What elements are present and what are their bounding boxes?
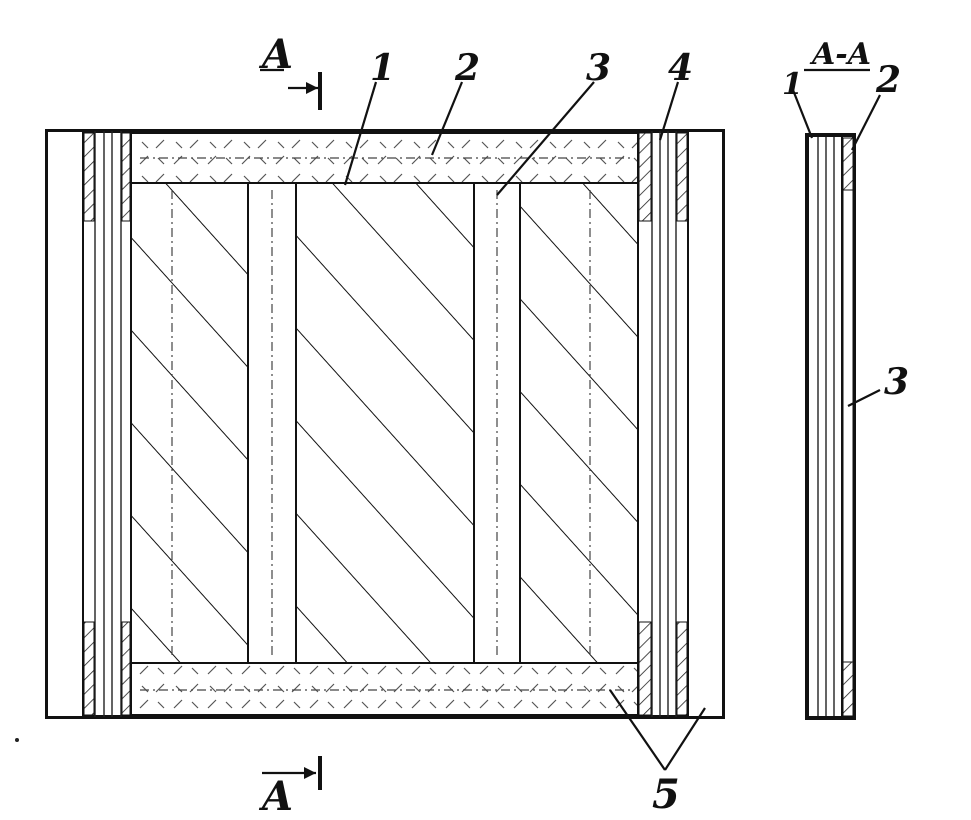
section-mark-bottom: A — [258, 756, 322, 820]
section-mark-top: A — [258, 31, 322, 110]
side-view-outline — [805, 133, 856, 720]
callout-1: 1 — [370, 47, 395, 89]
edge-rib-right — [637, 130, 689, 718]
callout-4: 4 — [668, 47, 693, 89]
section-letter-bottom: A — [258, 773, 293, 820]
side-callout-2: 2 — [875, 59, 901, 101]
vertical-rib-2 — [473, 182, 521, 664]
edge-strip-right — [687, 130, 724, 718]
edge-rib-left — [82, 130, 132, 718]
bottom-rail — [130, 662, 639, 716]
section-letter-top: A — [258, 31, 293, 78]
section-view-title: A-A — [809, 37, 871, 72]
fill-panel-right — [519, 182, 639, 664]
scan-dot — [15, 738, 19, 742]
callout-2: 2 — [454, 47, 480, 89]
callout-3: 3 — [586, 47, 611, 89]
side-section-view: A-A — [791, 37, 881, 720]
callout-5: 5 — [652, 771, 680, 818]
fill-panel-left — [130, 182, 249, 664]
side-callout-3: 3 — [884, 361, 909, 403]
front-view — [45, 129, 725, 719]
fill-panel-middle — [295, 182, 475, 664]
callout-leaders — [343, 81, 706, 771]
edge-strip-left — [46, 130, 84, 718]
side-callout-1: 1 — [782, 67, 803, 102]
